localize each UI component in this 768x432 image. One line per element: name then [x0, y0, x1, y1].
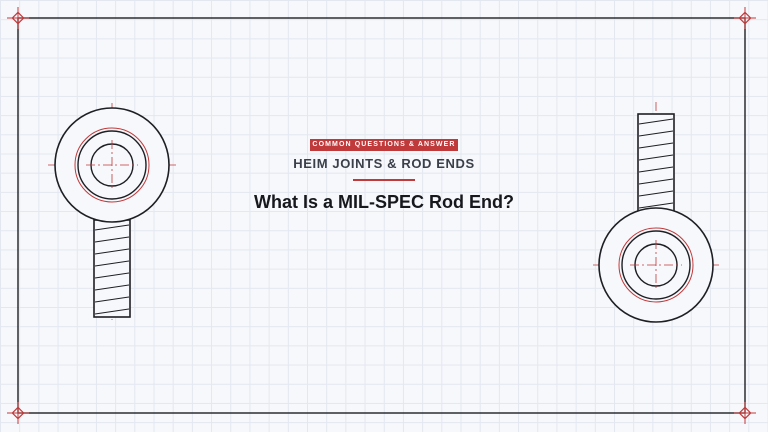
rod-end-left-icon	[48, 103, 176, 320]
corner-marker-top-left-icon	[7, 7, 29, 29]
corner-marker-bottom-left-icon	[7, 402, 29, 424]
corner-marker-top-right-icon	[734, 7, 756, 29]
corner-marker-bottom-right-icon	[734, 402, 756, 424]
blueprint-frame	[17, 17, 746, 414]
rod-end-right-icon	[593, 102, 719, 323]
